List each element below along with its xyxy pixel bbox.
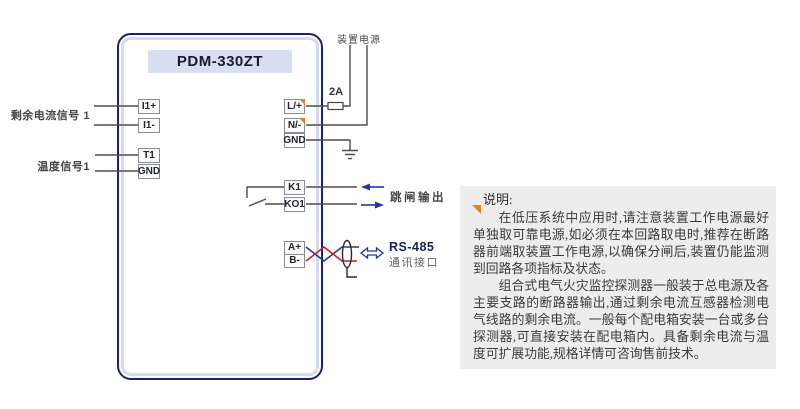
fuse-symbol	[327, 101, 344, 111]
terminal-label: KO1	[284, 198, 305, 210]
orange-flag-icon	[472, 205, 481, 214]
terminal-label: GND	[137, 165, 161, 177]
terminal-label: L/+	[287, 100, 302, 112]
terminal-label: I1+	[141, 100, 157, 112]
terminal-label: A+	[287, 242, 302, 253]
terminal-label: GND	[283, 134, 306, 146]
orange-flag-icon	[299, 99, 305, 105]
cable-shield-symbol	[341, 239, 353, 269]
comm-port-label: 通讯接口	[389, 257, 439, 269]
trip-output-arrows	[361, 183, 384, 209]
device-title: PDM-330ZT	[148, 50, 292, 73]
fuse-rating-label: 2A	[328, 86, 344, 98]
rs485-label: RS-485	[389, 240, 435, 254]
shield-drain-wire	[346, 267, 357, 278]
terminal-b-minus: B-	[284, 254, 305, 268]
terminal-label: B-	[289, 255, 300, 266]
terminal-gnd-right: GND	[283, 133, 306, 148]
note-heading: 说明:	[483, 192, 513, 207]
double-arrow-icon	[359, 246, 385, 260]
temperature-signal-label: 温度信号1	[37, 161, 90, 173]
note-paragraph-2: 组合式电气火灾监控探测器一般装于总电源及各主要支路的断路器输出,通过剩余电流互感…	[473, 279, 769, 361]
arrow-left-icon	[361, 183, 370, 191]
terminal-label: I1-	[143, 119, 155, 131]
trip-output-label: 跳闸输出	[390, 192, 446, 204]
terminal-ko1: KO1	[284, 197, 305, 212]
note-panel: 说明: 在低压系统中应用时,请注意装置工作电源最好单独取可靠电源,如必须在本回路…	[460, 186, 776, 369]
terminal-label: N/-	[287, 119, 302, 131]
note-paragraph-1: 在低压系统中应用时,请注意装置工作电源最好单独取可靠电源,如必须在本回路取电时,…	[473, 211, 769, 276]
residual-current-signal-label: 剩余电流信号 1	[10, 110, 90, 122]
terminal-i1-plus: I1+	[138, 99, 160, 114]
terminal-a-plus: A+	[284, 241, 305, 255]
orange-flag-icon	[299, 118, 305, 124]
terminal-k1: K1	[284, 180, 305, 195]
power-supply-label: 装置电源	[337, 35, 381, 46]
terminal-label: K1	[288, 181, 301, 193]
earth-symbol	[342, 149, 358, 160]
terminal-t1: T1	[138, 148, 160, 163]
terminal-i1-minus: I1-	[138, 118, 160, 133]
terminal-n-minus: N/-	[284, 118, 305, 133]
terminal-gnd-left: GND	[138, 164, 160, 179]
arrow-right-icon	[375, 201, 384, 209]
terminal-l-plus: L/+	[284, 99, 305, 114]
terminal-label: T1	[143, 149, 155, 161]
